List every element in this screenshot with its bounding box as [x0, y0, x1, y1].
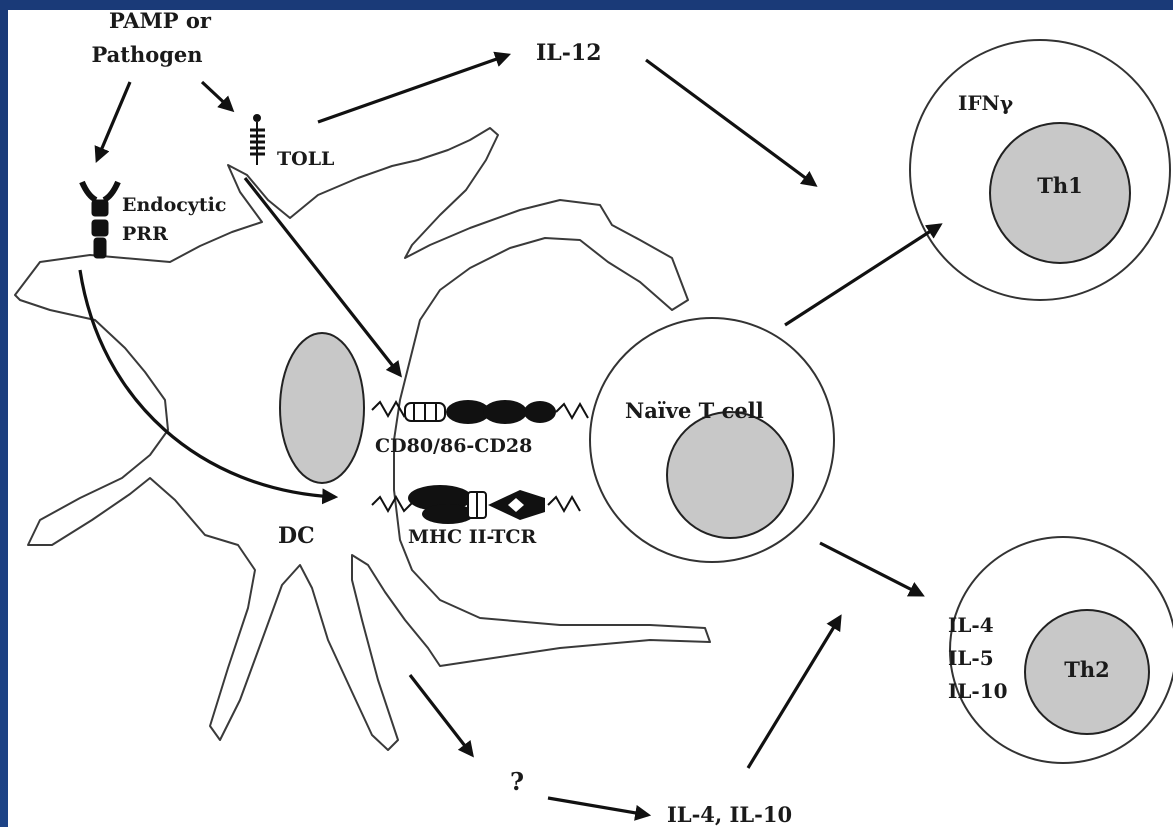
question-mark-label: ? [510, 767, 524, 796]
arrow-il12-to-th1 [646, 60, 815, 185]
endocytic-prr-icon [82, 182, 118, 258]
pamp-label-line2: Pathogen [91, 42, 202, 67]
dc-nucleus [280, 333, 364, 483]
arrow-pamp-to-toll [202, 82, 232, 110]
arrow-naive-to-th1 [785, 225, 940, 325]
th2-cytokine-il5: IL-5 [948, 646, 994, 670]
naive-t-cell-label: Naïve T cell [625, 398, 764, 423]
arrow-toll-to-il12 [318, 55, 508, 122]
toll-receptor-icon [250, 114, 265, 165]
mhc-tcr-molecule-icon [372, 485, 580, 524]
arrow-pamp-to-prr [97, 82, 130, 160]
diagram-panel: PAMP or Pathogen TOLL Endocytic PRR IL-1… [8, 10, 1173, 827]
th2-cytokine-il4: IL-4 [948, 613, 994, 637]
arrow-question-to-il4 [548, 798, 648, 815]
toll-label: TOLL [277, 148, 334, 170]
th1-label: Th1 [1037, 173, 1083, 198]
th2-cytokine-il10: IL-10 [948, 679, 1008, 703]
arrow-dc-to-question [410, 675, 472, 755]
il4-il10-label: IL-4, IL-10 [667, 802, 792, 827]
th2-label: Th2 [1064, 657, 1110, 682]
il12-label: IL-12 [536, 40, 602, 66]
endocytic-label: Endocytic [122, 194, 226, 216]
mhc-tcr-label: MHC II-TCR [408, 526, 536, 548]
pamp-label-line1: PAMP or [109, 10, 212, 33]
arrow-il4-to-th2 [748, 617, 840, 768]
arrow-naive-to-th2 [820, 543, 922, 595]
dc-label: DC [278, 523, 315, 549]
dc-tcell-diagram: PAMP or Pathogen TOLL Endocytic PRR IL-1… [8, 10, 1173, 827]
naive-t-cell-nucleus [667, 412, 793, 538]
cd80-cd28-label: CD80/86-CD28 [375, 435, 532, 457]
ifn-gamma-label: IFNγ [958, 91, 1014, 115]
cd80-cd28-molecule-icon [372, 400, 588, 424]
prr-label: PRR [122, 223, 168, 245]
